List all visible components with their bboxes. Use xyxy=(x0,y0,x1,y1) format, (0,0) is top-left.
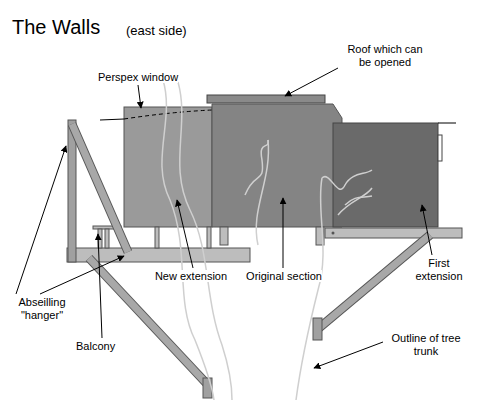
trunk-line xyxy=(296,178,323,400)
balcony-post xyxy=(207,227,211,248)
label-text: Abseilling "hanger" xyxy=(18,296,65,321)
trunk-line xyxy=(178,82,232,400)
callout-label: Perspex window xyxy=(98,71,198,84)
leader-line xyxy=(138,85,141,108)
callout-label: Abseilling "hanger" xyxy=(2,296,82,322)
trunk-line xyxy=(162,80,214,400)
subtitle: (east side) xyxy=(126,23,236,38)
leader-line xyxy=(40,256,124,294)
trunk-line xyxy=(322,170,372,189)
right-brace-edge xyxy=(319,235,430,328)
right-brace xyxy=(319,235,430,328)
label-text: New extension xyxy=(155,270,227,282)
first-extension-wall xyxy=(333,123,438,227)
hanger-brace xyxy=(72,124,128,252)
callout-label: Balcony xyxy=(76,340,136,353)
leader-line xyxy=(98,234,102,338)
callout-label: Outline of tree trunk xyxy=(384,332,468,358)
callout-label: First extension xyxy=(406,257,472,283)
label-text: Balcony xyxy=(76,340,115,352)
floor-support xyxy=(220,227,228,245)
brace-foot xyxy=(313,318,322,340)
callout-label: Roof which can be opened xyxy=(343,43,427,69)
roof-line xyxy=(438,123,456,124)
diagram-title: The Walls xyxy=(12,16,100,38)
label-text: First extension xyxy=(415,257,462,282)
label-text: (east side) xyxy=(126,23,187,38)
trunk-line xyxy=(245,140,268,195)
label-text: Perspex window xyxy=(98,71,178,83)
leader-line xyxy=(285,68,338,96)
original-section-wall xyxy=(212,104,342,227)
leader-line xyxy=(314,342,383,368)
hanger-brace-edge xyxy=(72,124,128,252)
leader-line xyxy=(177,200,193,268)
new-extension-wall xyxy=(124,107,212,227)
tree-trunk-outline xyxy=(162,80,372,400)
callout-label: New extension xyxy=(152,270,230,283)
trunk-line xyxy=(338,188,372,215)
bolt xyxy=(332,232,335,235)
label-text: Original section xyxy=(246,270,322,282)
leader-line xyxy=(422,205,432,255)
door-handle xyxy=(438,135,442,161)
trunk-line xyxy=(345,196,372,205)
balcony-post xyxy=(155,227,159,248)
leader-line xyxy=(283,198,284,268)
right-platform xyxy=(325,228,462,238)
callout-label: Original section xyxy=(244,270,324,283)
trunk-line xyxy=(256,140,268,245)
label-text: Outline of tree trunk xyxy=(391,332,460,357)
perspex-line xyxy=(100,119,124,120)
balcony-post xyxy=(105,229,109,248)
perspex-window xyxy=(124,110,212,119)
opening-roof xyxy=(207,95,325,103)
label-text: Roof which can be opened xyxy=(347,43,422,68)
brace-foot xyxy=(203,378,212,398)
leader-line xyxy=(16,146,66,294)
